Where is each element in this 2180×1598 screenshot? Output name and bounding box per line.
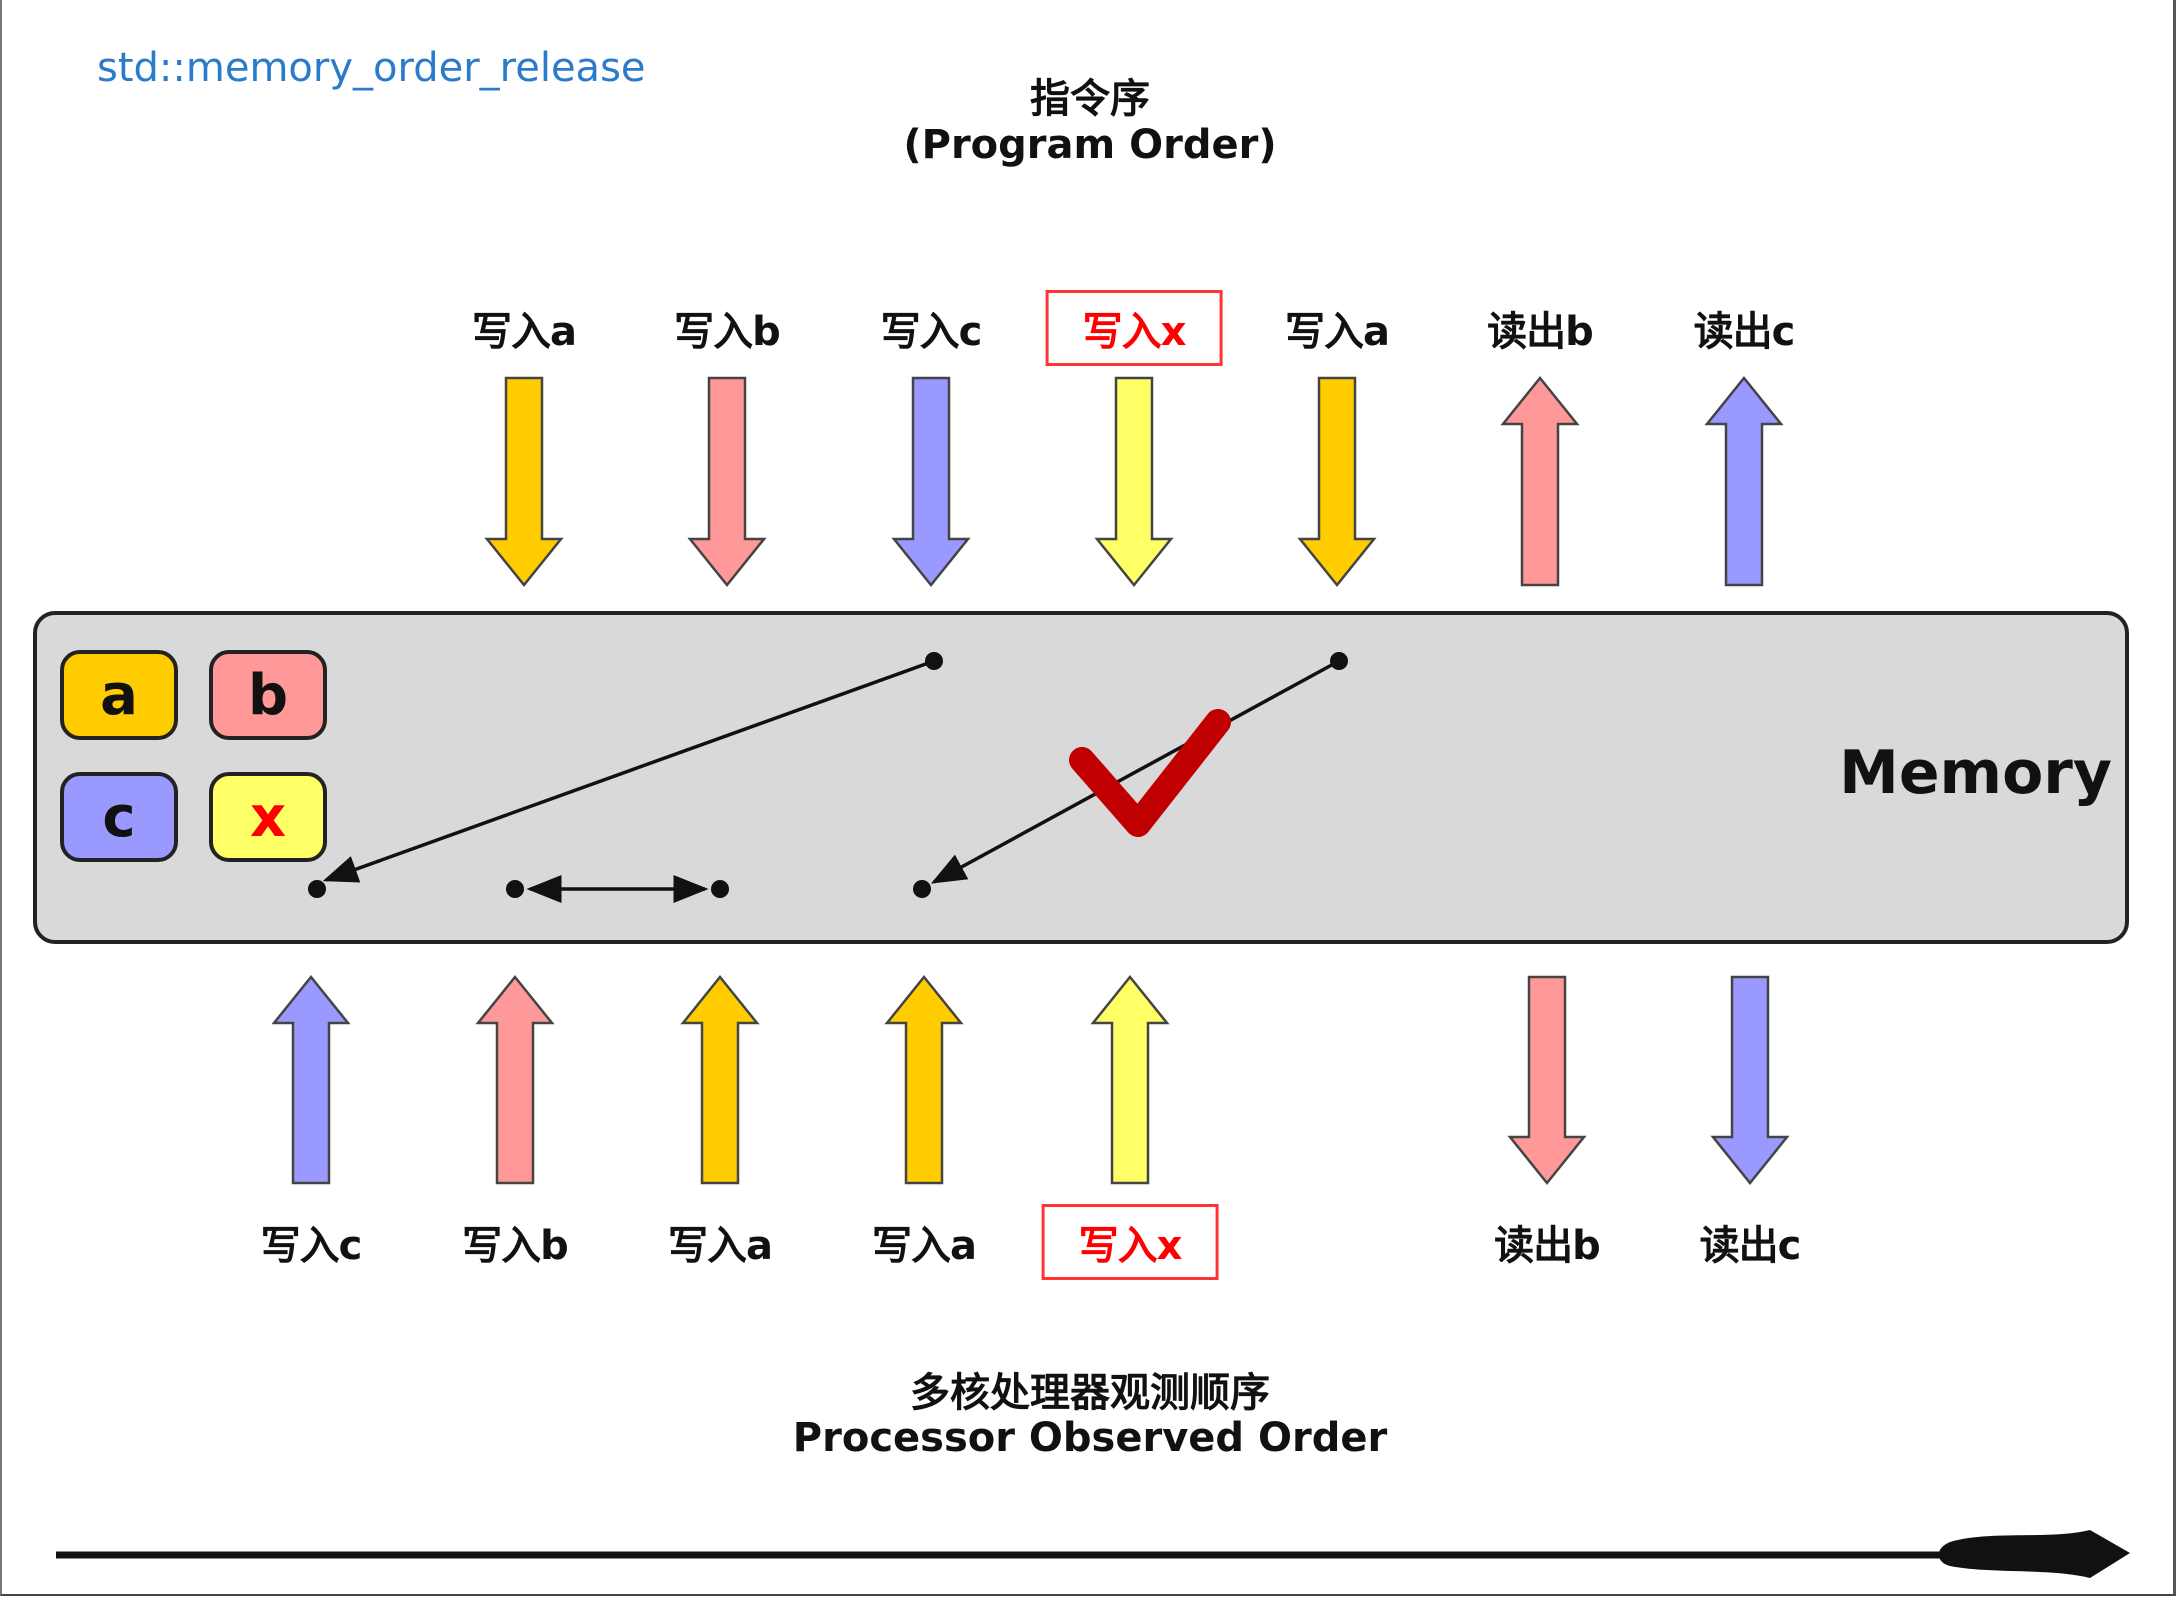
memory-var-c-label: c xyxy=(102,784,136,850)
observed-op-label-2: 写入b xyxy=(462,1223,569,1269)
memory-order-title: std::memory_order_release xyxy=(97,45,646,91)
memory-var-x-label: x xyxy=(249,784,287,850)
observed-op-label-3: 写入a xyxy=(668,1223,773,1269)
memory-label: Memory xyxy=(1839,738,2112,808)
program-op-arrow-1 xyxy=(484,376,564,587)
program-op-label-4: 写入x xyxy=(1045,290,1223,366)
memory-var-b: b xyxy=(209,650,327,740)
check-icon xyxy=(1069,709,1231,837)
program-op-label-5: 写入a xyxy=(1285,309,1390,355)
memory-var-x: x xyxy=(209,772,327,862)
program-op-arrow-2 xyxy=(687,376,767,587)
observed-op-label-6: 读出b xyxy=(1494,1223,1601,1269)
program-op-arrow-7 xyxy=(1704,376,1784,587)
observed-op-label-5: 写入x xyxy=(1041,1204,1219,1280)
reorder-c-end-dot xyxy=(308,880,326,898)
program-order-title-en: (Program Order) xyxy=(903,122,1277,168)
observed-op-arrow-2 xyxy=(475,975,555,1185)
memory-var-a-label: a xyxy=(100,662,138,728)
swap-ab-left-dot xyxy=(506,880,524,898)
observed-op-arrow-3 xyxy=(680,975,760,1185)
memory-var-c: c xyxy=(60,772,178,862)
time-axis-arrowhead xyxy=(1938,1530,2130,1578)
observed-op-arrow-4 xyxy=(884,975,964,1185)
observed-op-arrow-6 xyxy=(1507,975,1587,1185)
observed-op-arrow-1 xyxy=(271,975,351,1185)
memory-var-a: a xyxy=(60,650,178,740)
program-op-label-6: 读出b xyxy=(1487,309,1594,355)
swap-ab-right-dot xyxy=(711,880,729,898)
observed-op-arrow-7 xyxy=(1710,975,1790,1185)
program-op-label-3: 写入c xyxy=(880,309,983,355)
observed-op-label-1: 写入c xyxy=(260,1223,363,1269)
memory-var-b-label: b xyxy=(247,662,289,728)
reorder-c-line xyxy=(322,659,935,883)
observed-op-arrow-5 xyxy=(1090,975,1170,1185)
observed-order-title-cn: 多核处理器观测顺序 xyxy=(910,1370,1270,1416)
reorder-a-end-dot xyxy=(913,880,931,898)
observed-op-label-4: 写入a xyxy=(872,1223,977,1269)
program-op-arrow-4 xyxy=(1094,376,1174,587)
program-order-title-cn: 指令序 xyxy=(1030,76,1150,122)
reorder-a-line xyxy=(930,659,1340,884)
observed-order-title-en: Processor Observed Order xyxy=(792,1415,1388,1461)
program-op-arrow-6 xyxy=(1500,376,1580,587)
observed-op-label-7: 读出c xyxy=(1699,1223,1802,1269)
program-op-arrow-3 xyxy=(891,376,971,587)
program-op-arrow-5 xyxy=(1297,376,1377,587)
program-op-label-7: 读出c xyxy=(1693,309,1796,355)
program-op-label-2: 写入b xyxy=(674,309,781,355)
program-op-label-1: 写入a xyxy=(472,309,577,355)
